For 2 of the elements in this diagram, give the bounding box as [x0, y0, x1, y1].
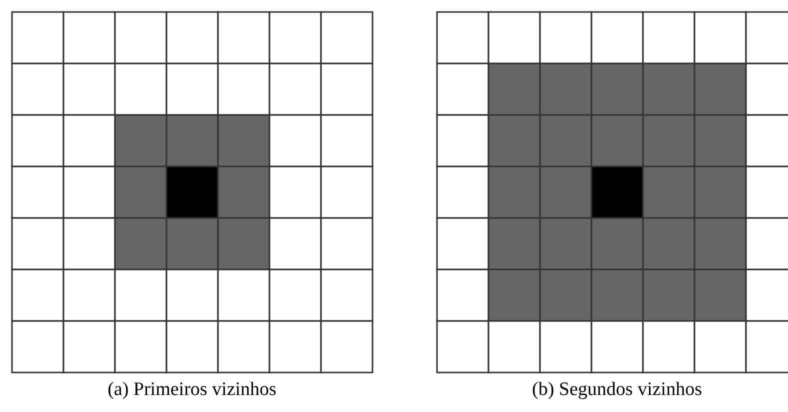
- caption: (b) Segundos vizinhos: [531, 379, 703, 401]
- caption: (a) Primeiros vizinhos: [106, 379, 278, 401]
